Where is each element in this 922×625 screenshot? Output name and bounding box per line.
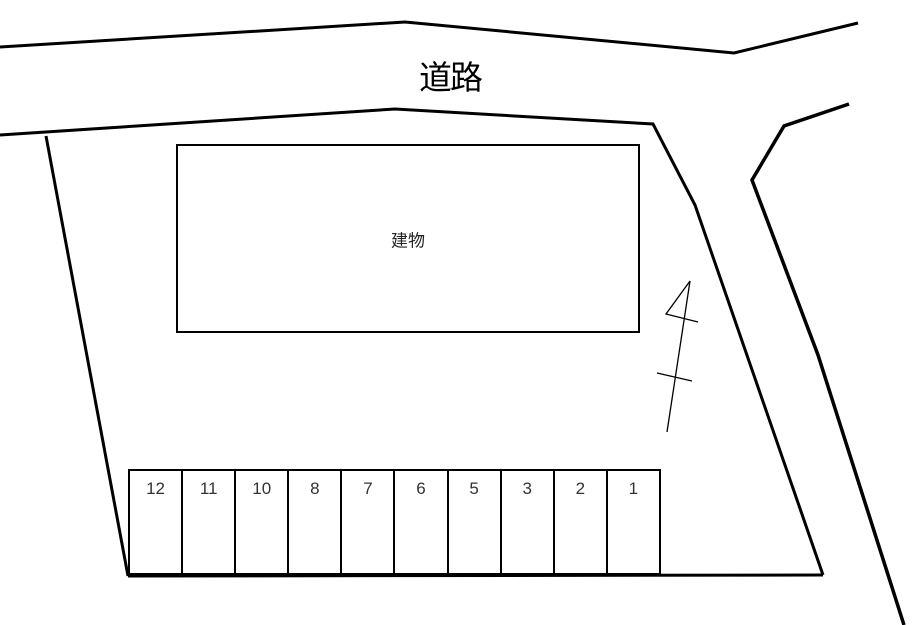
parking-stall-number: 6 — [416, 479, 426, 498]
parking-stall: 1 — [608, 471, 659, 573]
road-top-edge-line — [0, 20, 859, 55]
south-boundary-line — [127, 573, 824, 578]
parking-stall-number: 8 — [310, 479, 320, 498]
building-outline — [176, 144, 640, 333]
west-boundary-line — [44, 135, 130, 577]
north-arrow-icon — [656, 280, 699, 433]
parking-stall: 10 — [236, 471, 290, 573]
road-label: 道路 — [419, 59, 483, 96]
parking-stall-row: 12 11 10 8 7 6 5 3 2 1 — [128, 469, 661, 575]
parking-stall: 2 — [555, 471, 608, 573]
north-arrow-shaft — [666, 280, 691, 433]
parking-stall: 7 — [342, 471, 396, 573]
north-arrow-head — [664, 280, 699, 323]
parking-stall: 5 — [449, 471, 502, 573]
building-label: 建物 — [391, 231, 425, 251]
parking-stall: 8 — [289, 471, 343, 573]
parking-stall-number: 5 — [469, 479, 479, 498]
parking-stall-number: 2 — [575, 479, 586, 498]
parking-stall: 3 — [502, 471, 555, 573]
parking-stall: 12 — [130, 471, 184, 573]
parking-stall-number: 11 — [199, 479, 218, 498]
parking-stall-number: 12 — [146, 479, 165, 498]
parking-stall-number: 7 — [363, 479, 373, 498]
parking-stall: 6 — [395, 471, 449, 573]
parking-stall: 11 — [183, 471, 237, 573]
parking-stall-number: 10 — [252, 479, 272, 498]
parking-stall-number: 3 — [522, 479, 532, 498]
road-bottom-edge-line — [0, 107, 825, 576]
branch-road-right-edge-line — [750, 102, 906, 625]
north-arrow-tick — [656, 372, 693, 382]
parking-stall-number: 1 — [628, 479, 639, 498]
